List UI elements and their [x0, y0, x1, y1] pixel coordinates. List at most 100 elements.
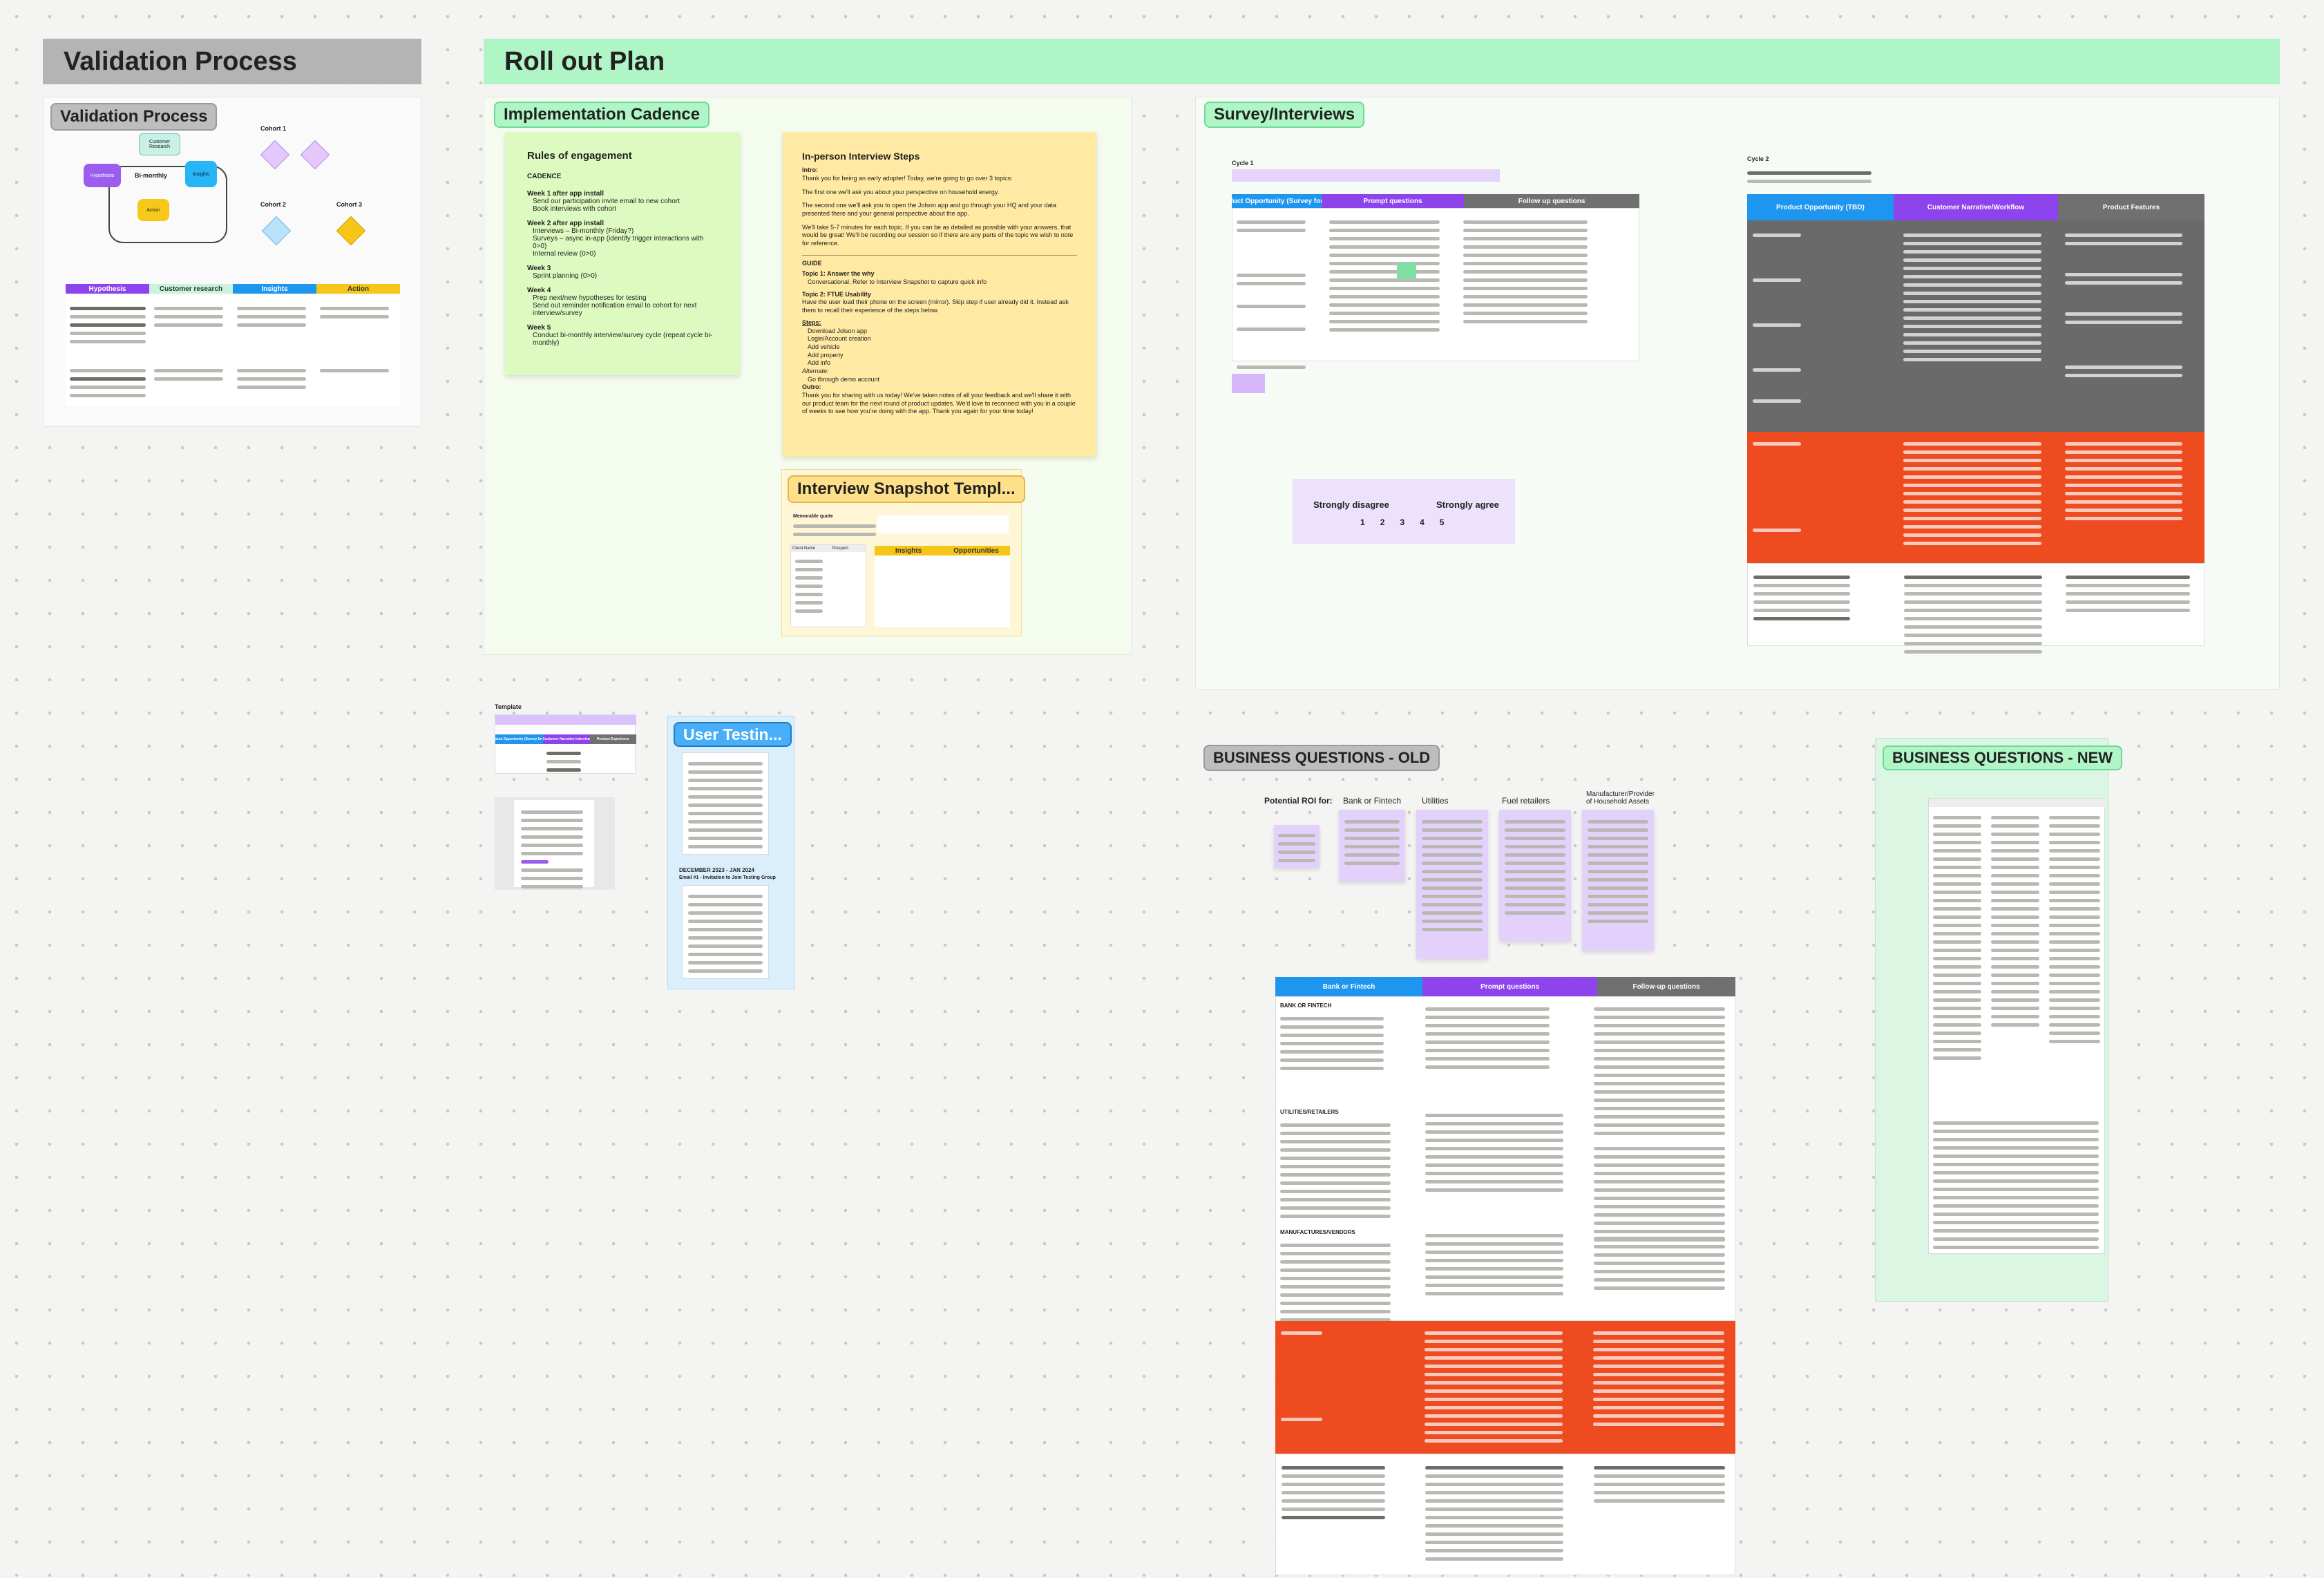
- prospect-header: Prospect: [832, 546, 848, 551]
- scale-value[interactable]: 3: [1400, 517, 1405, 527]
- week-2-item: Interviews – Bi-monthly (Friday?): [533, 227, 634, 235]
- roi-category-manufacturer: Manufacturer/Provider of Household Asset…: [1586, 790, 1655, 806]
- template-col: Product Opportunity (Survey for X?): [495, 734, 544, 744]
- rules-title: Rules of engagement: [527, 150, 632, 162]
- validation-frame[interactable]: Validation Process Customer Research Ins…: [43, 97, 421, 427]
- roi-category-utilities: Utilities: [1422, 796, 1449, 806]
- col-insights: Insights: [233, 284, 316, 294]
- roi-sticky-a[interactable]: [1274, 825, 1320, 868]
- insights-body[interactable]: [875, 555, 1010, 627]
- cycle-2-col-opportunity: Product Opportunity (TBD): [1747, 194, 1894, 220]
- cohort-3-label: Cohort 3: [336, 201, 362, 208]
- user-testing-tag[interactable]: User Testin...: [674, 722, 792, 747]
- week-3-title: Week 3: [527, 265, 551, 272]
- week-4: Week 4 Prep next/new hypotheses for test…: [527, 287, 718, 317]
- quote-box[interactable]: [877, 515, 1009, 533]
- survey-frame[interactable]: Survey/Interviews Cycle 1 Product Opport…: [1195, 97, 2280, 690]
- cohort-1-diamond-b[interactable]: [300, 140, 330, 170]
- implementation-tag[interactable]: Implementation Cadence: [494, 102, 710, 128]
- step-item: Login/Account creation: [808, 335, 871, 343]
- cohort-2-label: Cohort 2: [260, 201, 286, 208]
- step-item: Download Jolson app: [808, 327, 868, 334]
- business-new-tag[interactable]: BUSINESS QUESTIONS - NEW: [1883, 745, 2123, 770]
- validation-columns-header: Hypothesis Customer research Insights Ac…: [66, 284, 400, 294]
- interview-p1: The first one we'll ask you about your p…: [802, 188, 1000, 196]
- email-template-card[interactable]: [495, 797, 615, 890]
- week-3: Week 3 Sprint planning (0>0): [527, 265, 718, 280]
- insights-col: Insights: [875, 546, 942, 555]
- business-new-frame[interactable]: BUSINESS QUESTIONS - NEW: [1875, 738, 2123, 1302]
- cycle-2-gray-block[interactable]: [1747, 220, 2204, 432]
- scale-right-label: Strongly agree: [1436, 500, 1500, 510]
- week-2-title: Week 2 after app install: [527, 220, 604, 227]
- roi-sticky-manufacturer[interactable]: [1582, 810, 1654, 951]
- business-old-red-block[interactable]: [1275, 1321, 1735, 1454]
- cycle-node-insights[interactable]: Insights: [185, 161, 217, 187]
- likert-scale-card[interactable]: Strongly disagree Strongly agree 1 2 3 4…: [1293, 479, 1515, 544]
- validation-columns-body: [66, 295, 400, 406]
- rollout-section-title[interactable]: Roll out Plan: [484, 39, 2280, 84]
- cycle-1-table[interactable]: [1232, 208, 1639, 369]
- cycle-1-label: Cycle 1: [1232, 160, 1254, 167]
- cycle-1-note[interactable]: [1232, 169, 1500, 182]
- testing-date: DECEMBER 2023 - JAN 2024: [679, 867, 754, 873]
- cycle-2-col-features: Product Features: [2058, 194, 2204, 220]
- rules-of-engagement-sticky[interactable]: Rules of engagement CADENCE Week 1 after…: [505, 132, 740, 375]
- template-col: Customer Narrative Interview: [543, 734, 590, 744]
- business-old-footer[interactable]: [1275, 1454, 1735, 1575]
- template-purple-bar: [495, 715, 636, 725]
- scale-value[interactable]: 4: [1420, 517, 1425, 527]
- week-5-title: Week 5: [527, 324, 551, 332]
- survey-tag[interactable]: Survey/Interviews: [1204, 102, 1365, 128]
- cycle-node-research[interactable]: Customer Research: [139, 133, 180, 155]
- topic-2: Topic 2: FTUE Usability: [802, 290, 871, 298]
- doc-header-row: [1929, 799, 2106, 807]
- cycle-1-col-prompt: Prompt questions: [1321, 194, 1465, 208]
- group-utilities: UTILITIES/RETAILERS: [1280, 1109, 1339, 1115]
- roi-sticky-fuel[interactable]: [1499, 810, 1571, 941]
- cohort-3-diamond[interactable]: [336, 216, 366, 246]
- testing-doc-2[interactable]: [682, 885, 769, 979]
- implementation-frame[interactable]: Implementation Cadence Rules of engageme…: [484, 97, 1132, 655]
- validation-tag[interactable]: Validation Process: [50, 103, 218, 131]
- interview-steps-sticky[interactable]: In-person Interview Steps Intro: Thank y…: [783, 132, 1096, 457]
- step-item: Add vehicle: [808, 343, 840, 350]
- step-item: Add info: [808, 359, 831, 367]
- cycle-node-action[interactable]: Action: [137, 199, 169, 221]
- week-4-item: Prep next/new hypotheses for testing: [533, 294, 647, 302]
- snapshot-tag[interactable]: Interview Snapshot Templ...: [788, 475, 1025, 503]
- business-old-col: Prompt questions: [1422, 977, 1598, 996]
- sticky-mini[interactable]: [1397, 263, 1416, 279]
- business-new-doc[interactable]: [1928, 798, 2106, 1254]
- cohort-1-label: Cohort 1: [260, 125, 286, 132]
- cycle-2-white-block[interactable]: [1747, 563, 2204, 654]
- cycle-node-hypothesis[interactable]: Hypothesis: [84, 164, 121, 187]
- business-old-table[interactable]: BANK OR FINTECH UTILITIES/RETAILERS MANU…: [1275, 996, 1735, 1322]
- roi-sticky-bank[interactable]: [1339, 810, 1405, 882]
- email-page: [514, 800, 594, 888]
- outro-label: Outro:: [802, 383, 821, 391]
- roi-category-fuel: Fuel retailers: [1502, 796, 1550, 806]
- cycle-2-red-block[interactable]: [1747, 432, 2204, 563]
- scale-value[interactable]: 1: [1360, 517, 1365, 527]
- validation-section-title[interactable]: Validation Process: [43, 39, 421, 84]
- col-customer-research: Customer research: [149, 284, 233, 294]
- template-col: Product Experience: [589, 734, 636, 744]
- testing-email-title: Email #1 - Invitation to Join Testing Gr…: [679, 875, 776, 880]
- business-old-tag[interactable]: BUSINESS QUESTIONS - OLD: [1203, 745, 1440, 771]
- week-1: Week 1 after app install Send our partic…: [527, 190, 718, 213]
- cycle-1-purple-note[interactable]: [1232, 374, 1265, 393]
- testing-doc-1[interactable]: [682, 752, 769, 855]
- roi-sticky-utilities[interactable]: [1416, 810, 1488, 959]
- snapshot-frame[interactable]: Interview Snapshot Templ... Memorable qu…: [781, 469, 1025, 636]
- scale-value[interactable]: 5: [1439, 517, 1445, 527]
- user-testing-frame[interactable]: User Testin... DECEMBER 2023 - JAN 2024 …: [667, 716, 794, 989]
- business-old-header: Bank or Fintech Prompt questions Follow-…: [1275, 977, 1735, 996]
- template-card[interactable]: Product Opportunity (Survey for X?) Cust…: [495, 714, 636, 774]
- insights-header: Insights Opportunities: [875, 546, 1010, 555]
- scale-value[interactable]: 2: [1380, 517, 1385, 527]
- cycle-1-header: Product Opportunity (Survey for X?) Prom…: [1232, 194, 1639, 208]
- intro-text: Thank you for being an early adopter! To…: [802, 174, 1013, 182]
- week-5: Week 5 Conduct bi-monthly interview/surv…: [527, 324, 718, 347]
